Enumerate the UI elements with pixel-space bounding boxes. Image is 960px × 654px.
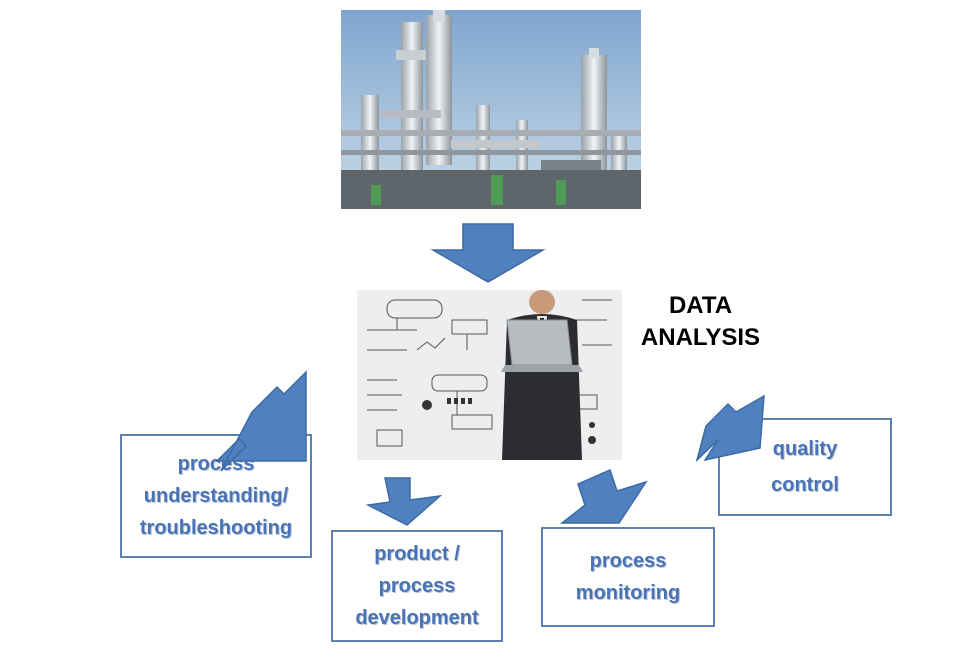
down-arrow-plant-to-analysis (430, 223, 546, 283)
chemical-plant-image (341, 10, 641, 209)
data-analysis-title: DATA ANALYSIS (640, 292, 761, 351)
quality-control-box: quality control (718, 418, 892, 516)
process-understanding-box: process understanding/ troubleshooting (120, 434, 312, 558)
process-understanding-label: process understanding/ troubleshooting (139, 453, 293, 539)
quality-control-label: quality control (771, 438, 839, 496)
arrow-to-product-development (365, 477, 443, 526)
process-monitoring-label: process monitoring (575, 550, 681, 604)
process-monitoring-box: process monitoring (541, 527, 715, 627)
data-analysis-image (357, 290, 622, 460)
product-process-development-box: product / process development (331, 530, 503, 642)
arrow-to-process-monitoring (559, 468, 648, 524)
product-process-development-label: product / process development (355, 543, 479, 629)
